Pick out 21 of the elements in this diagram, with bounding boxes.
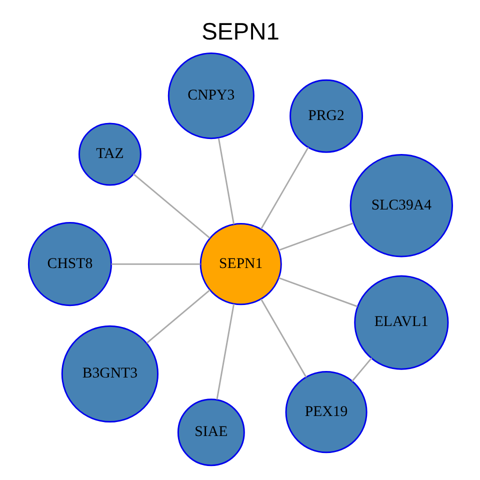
diagram-title: SEPN1 (201, 19, 279, 46)
connector (260, 147, 308, 230)
connector (351, 358, 372, 382)
connector (216, 304, 234, 400)
node-circle: TAZ (78, 122, 141, 186)
node-circle: PRG2 (289, 79, 363, 153)
node-circle: ELAVL1 (354, 275, 448, 370)
connector (260, 298, 306, 378)
node-circle: CNPY3 (167, 52, 254, 140)
node-circle: CHST8 (27, 222, 112, 306)
node-circle: SEPN1 (199, 223, 282, 306)
connector (278, 222, 354, 251)
node-circle: B3GNT3 (60, 325, 158, 422)
node-circle: SLC39A4 (349, 154, 453, 258)
node-circle: SIAE (176, 398, 244, 466)
connector (146, 290, 210, 344)
connector (278, 277, 358, 308)
connector (132, 173, 210, 239)
connector (217, 138, 234, 224)
node-circle: PEX19 (284, 371, 367, 454)
connector (110, 263, 200, 265)
